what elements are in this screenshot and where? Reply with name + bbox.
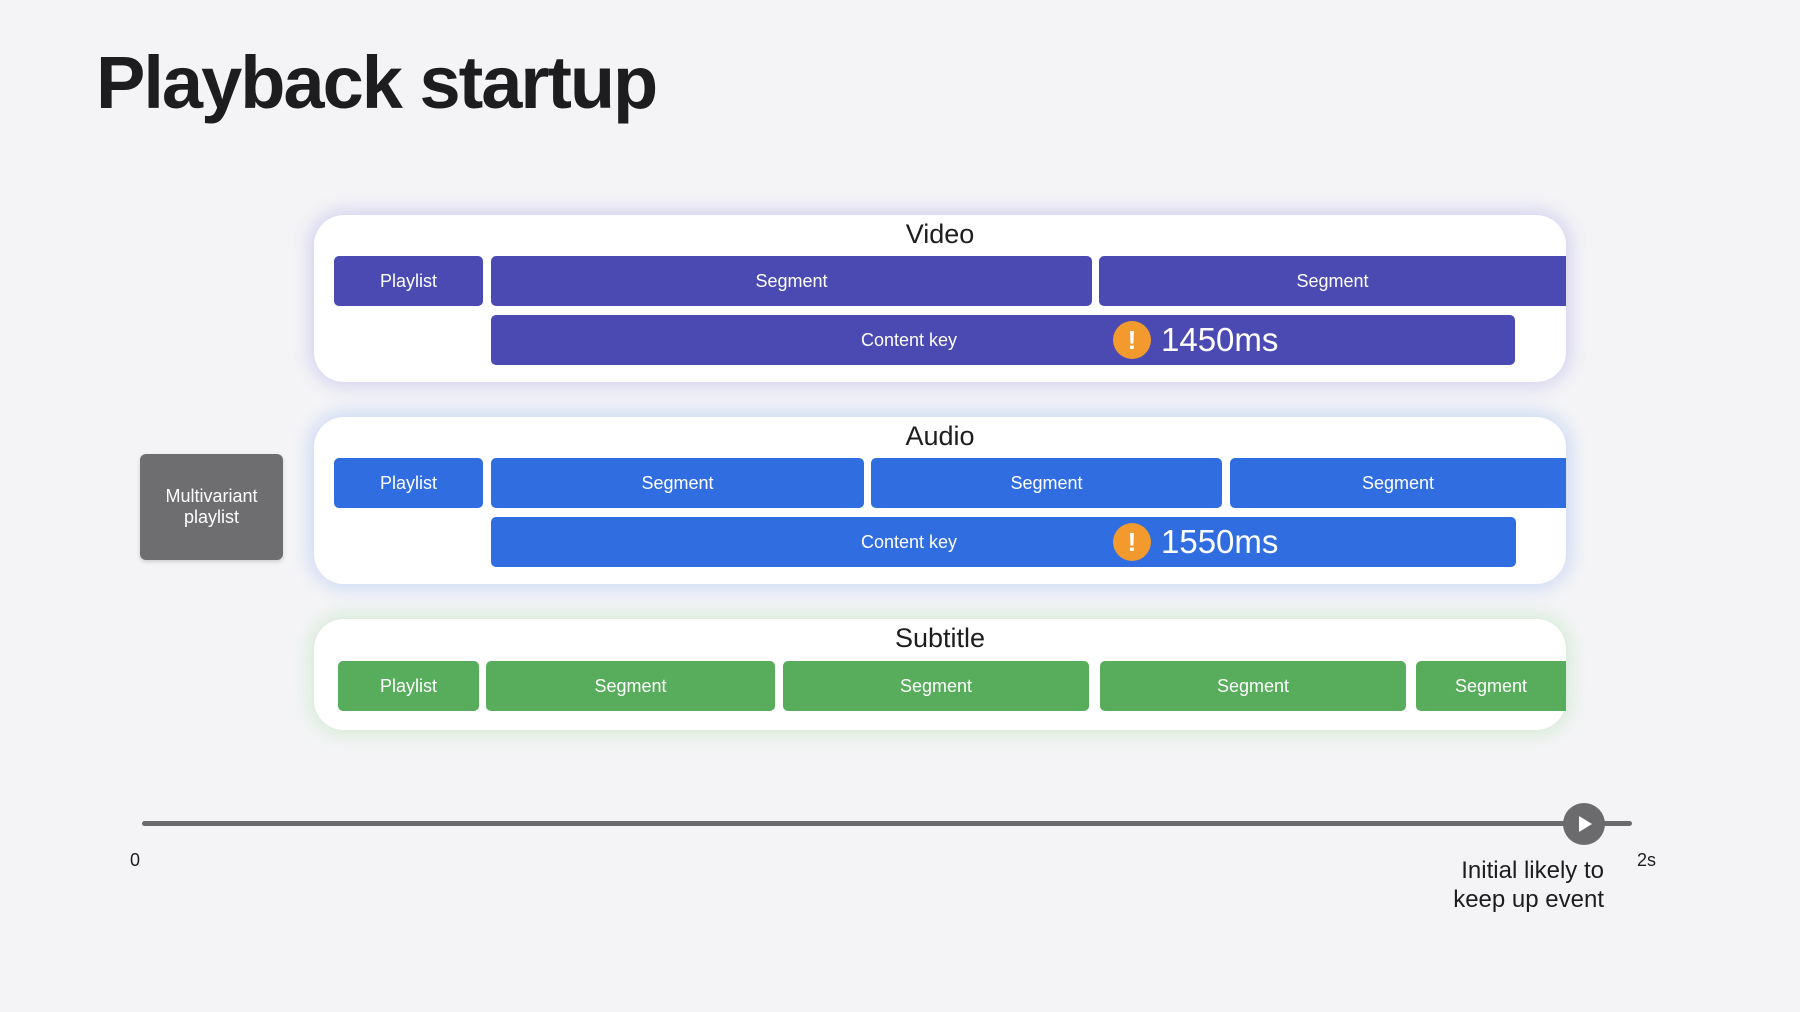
video-segment-block: Segment [491, 256, 1092, 306]
audio-content-key-block: Content key ! 1550ms [491, 517, 1516, 567]
video-content-key-label: Content key [861, 330, 958, 350]
subtitle-segment-block: Segment [1416, 661, 1566, 711]
subtitle-segment-block: Segment [1100, 661, 1406, 711]
audio-segment-block: Segment [1230, 458, 1566, 508]
multivariant-label-line2: playlist [183, 507, 240, 527]
audio-track-panel: Audio Playlist Segment Segment Segment C… [314, 417, 1566, 584]
video-playlist-block: Playlist [334, 256, 483, 306]
audio-track-label: Audio [905, 421, 975, 451]
audio-segment-block: Segment [871, 458, 1222, 508]
warning-icon: ! [1113, 523, 1151, 561]
play-icon [1563, 803, 1605, 845]
video-content-key-block: Content key ! 1450ms [491, 315, 1515, 365]
play-glyph [1579, 816, 1592, 832]
keep-up-event-line1: Initial likely to [1461, 857, 1604, 884]
subtitle-track-panel: Subtitle Playlist Segment Segment Segmen… [314, 619, 1566, 730]
video-segment-block: Segment [1099, 256, 1566, 306]
subtitle-segment-block: Segment [783, 661, 1089, 711]
timeline-axis [142, 821, 1632, 826]
video-track-panel: Video Playlist Segment Segment Content k… [314, 215, 1566, 382]
subtitle-track-label: Subtitle [894, 623, 986, 653]
audio-key-duration: 1550ms [1161, 523, 1279, 560]
timeline-start-label: 0 [130, 850, 141, 870]
subtitle-segment-block: Segment [486, 661, 775, 711]
video-key-duration: 1450ms [1161, 321, 1279, 358]
warning-icon: ! [1113, 321, 1151, 359]
subtitle-playlist-block: Playlist [338, 661, 479, 711]
multivariant-label-line1: Multivariant [165, 486, 258, 506]
timeline-end-label: 2s [1637, 850, 1657, 870]
multivariant-playlist-block: Multivariant playlist [140, 454, 283, 560]
video-track-label: Video [905, 219, 975, 249]
keep-up-event-line2: keep up event [1453, 886, 1604, 913]
audio-playlist-block: Playlist [334, 458, 483, 508]
audio-content-key-label: Content key [861, 532, 958, 552]
audio-segment-block: Segment [491, 458, 864, 508]
keep-up-event-label: Initial likely to keep up event [1440, 856, 1604, 914]
page-title: Playback startup [96, 41, 658, 124]
